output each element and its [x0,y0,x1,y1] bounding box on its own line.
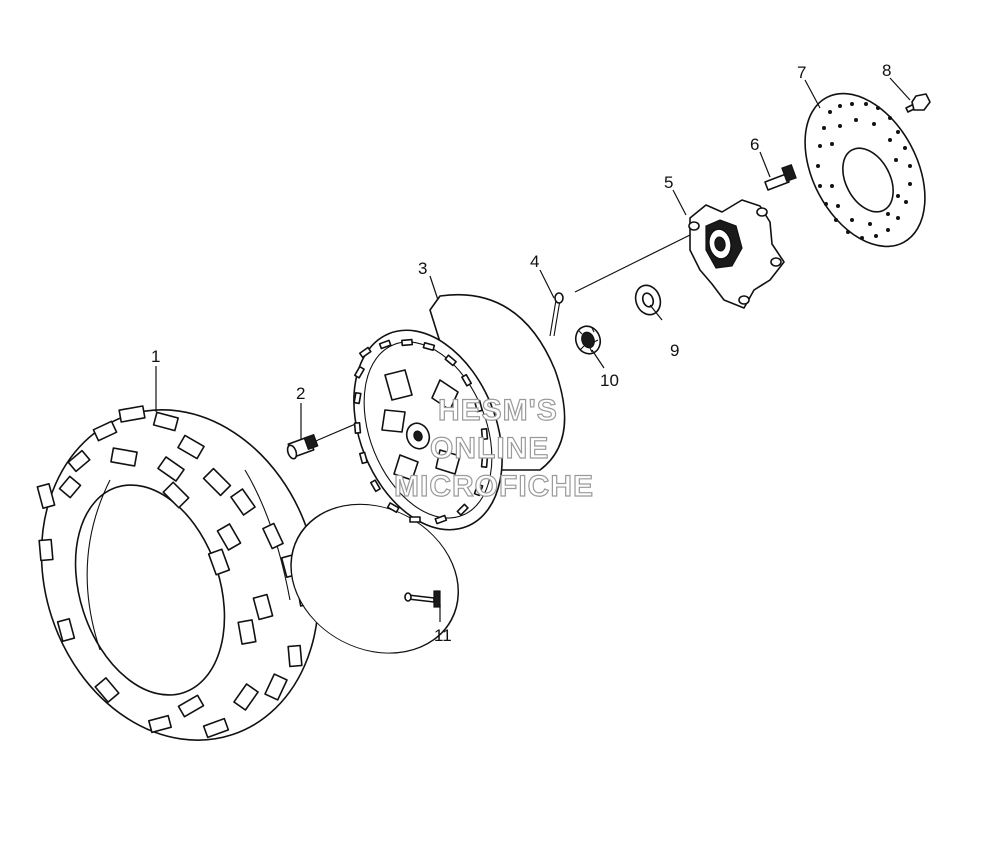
castle-nut [574,325,602,355]
watermark-line-3: MICROFICHE [394,470,594,503]
leader-lines [155,77,911,622]
brake-disc-holes [816,102,912,240]
callout-3: 3 [418,259,427,278]
hub [688,199,785,309]
watermark-line-2: ONLINE [430,432,549,465]
callout-6: 6 [750,135,759,154]
washer [634,284,662,316]
tire-tread-blocks [36,405,314,739]
watermark-line-1: HESM'S [438,394,558,427]
stud-bolt [764,163,797,191]
cotter-pin [549,292,564,337]
callout-2: 2 [296,384,305,403]
callout-1: 1 [151,347,160,366]
watermark: HESM'S ONLINE MICROFICHE [393,393,594,503]
callout-9: 9 [670,341,679,360]
callout-4: 4 [530,252,539,271]
wheel-rim [290,294,566,654]
rim-bolt-holes [353,338,489,525]
callouts: 1 2 3 4 5 6 7 8 9 10 11 [151,61,891,645]
callout-11: 11 [434,626,452,645]
pin [404,590,441,608]
callout-10: 10 [600,371,619,390]
brake-disc [804,92,926,248]
disc-bolt [905,93,931,113]
callout-7: 7 [797,63,806,82]
rim-spokes [381,369,461,481]
valve-stem [286,433,319,460]
callout-8: 8 [882,61,891,80]
callout-5: 5 [664,173,673,192]
